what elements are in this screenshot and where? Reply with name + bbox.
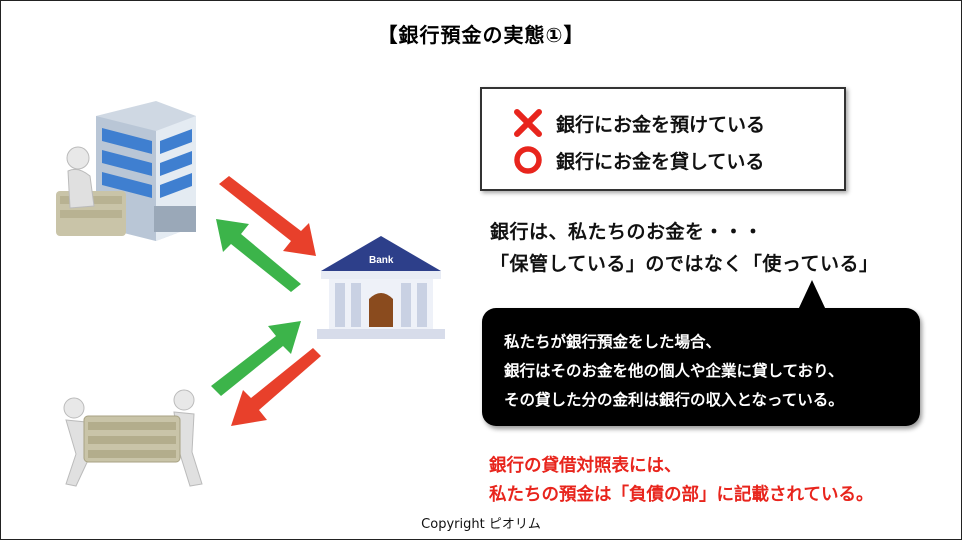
people-carrying-money-illustration — [63, 389, 203, 487]
bubble-line-2: 銀行はそのお金を他の個人や企業に貸しており、 — [504, 362, 844, 380]
copyright: Copyright ピオリム — [421, 517, 541, 532]
bubble-line-3: その貸した分の金利は銀行の収入となっている。 — [504, 391, 844, 409]
circle-mark-icon — [514, 146, 542, 174]
wrong-statement-row: 銀行にお金を預けている — [512, 107, 765, 139]
statement-line-1: 銀行は、私たちのお金を・・・ — [490, 221, 764, 243]
arrow-bank-to-people-icon — [231, 348, 321, 426]
arrow-people-to-bank-icon — [211, 321, 301, 396]
statement-line-2: 「保管している」のではなく「使っている」 — [490, 253, 879, 275]
right-statement-text: 銀行にお金を貸している — [556, 150, 765, 173]
bubble-line-1: 私たちが銀行預金をした場合、 — [504, 333, 722, 351]
right-statement-row: 銀行にお金を貸している — [512, 144, 764, 176]
speech-bubble-tail — [798, 280, 826, 310]
wrong-statement-text: 銀行にお金を預けている — [556, 113, 766, 136]
comparison-box: 銀行にお金を預けている 銀行にお金を貸している — [480, 87, 846, 191]
cross-mark-icon — [514, 109, 542, 137]
flow-arrows — [211, 176, 321, 426]
company-building-illustration — [56, 101, 196, 241]
bank-building-illustration: Bank — [317, 236, 445, 339]
page-title: 【銀行預金の実態①】 — [377, 23, 585, 47]
speech-bubble: 私たちが銀行預金をした場合、 銀行はそのお金を他の個人や企業に貸しており、 その… — [482, 308, 920, 426]
arrow-deposit-to-bank-icon — [219, 176, 316, 256]
bank-sign: Bank — [369, 255, 394, 266]
note-line-1: 銀行の貸借対照表には、 — [489, 456, 682, 476]
arrow-bank-to-company-icon — [216, 219, 301, 292]
note-line-2: 私たちの預金は「負債の部」に記載されている。 — [489, 485, 874, 505]
